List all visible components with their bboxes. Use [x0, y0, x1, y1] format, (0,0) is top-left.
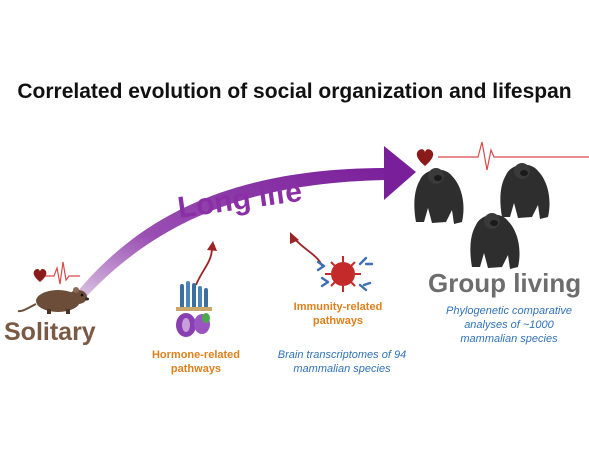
brain-transcriptomes-note: Brain transcriptomes of 94 mammalian spe…: [262, 348, 422, 376]
solitary-heartbeat: [33, 261, 80, 285]
immunity-pathways-label: Immunity-related pathways: [288, 300, 388, 328]
hormone-label-line1: Hormone-related: [151, 349, 241, 361]
group-heartbeat: [416, 141, 589, 171]
immunity-label-line2: pathways: [312, 315, 364, 327]
phylo-note-line1: Phylogenetic comparative: [446, 305, 572, 317]
figure-title: Correlated evolution of social organizat…: [17, 80, 572, 103]
hormone-label-line2: pathways: [170, 363, 222, 375]
phylo-note-line3: mammalian species: [460, 333, 558, 345]
solitary-label: Solitary: [4, 318, 96, 346]
group-living-label: Group living: [428, 268, 582, 298]
hormone-pathways-label: Hormone-related pathways: [136, 348, 256, 376]
immunity-to-longlife-arrow: [290, 232, 323, 267]
phylogenetic-analyses-note: Phylogenetic comparative analyses of ~10…: [424, 304, 589, 346]
immunity-label-line1: Immunity-related: [293, 301, 383, 313]
receptor-protein-icon: [176, 281, 212, 337]
brain-note-line2: mammalian species: [293, 363, 391, 375]
hormone-to-longlife-arrow: [195, 241, 217, 286]
gorilla-icon: [414, 168, 464, 224]
gorilla-icon: [500, 163, 550, 219]
long-life-arrow: [78, 146, 416, 297]
brain-note-line1: Brain transcriptomes of 94: [277, 349, 407, 361]
gorilla-icon: [470, 213, 520, 269]
virus-antibody-icon: [316, 256, 374, 292]
phylo-note-line2: analyses of ~1000: [464, 319, 554, 331]
heart-icon: [416, 149, 434, 166]
heart-icon: [33, 268, 47, 282]
vole-icon: [17, 287, 89, 314]
